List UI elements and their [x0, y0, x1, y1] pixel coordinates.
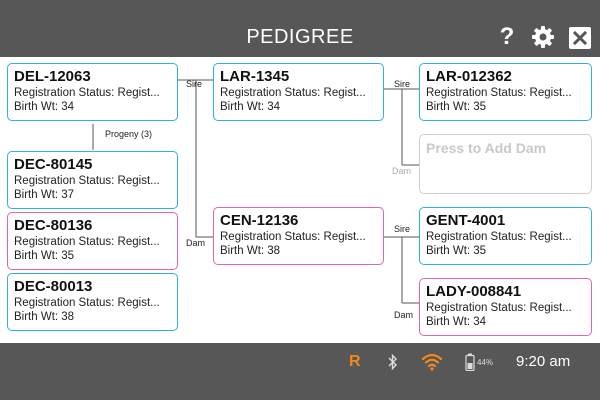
pedigree-connectors — [92, 79, 419, 304]
birth-weight: Birth Wt: 34 — [14, 101, 75, 113]
registration-status: Registration Status: Regist... — [426, 302, 572, 314]
animal-id: DEL-12063 — [14, 68, 91, 85]
r-status-indicator: R — [349, 353, 361, 370]
close-icon[interactable] — [569, 27, 591, 49]
sire-dam-label: Dam — [392, 166, 412, 176]
animal-id: CEN-12136 — [220, 212, 299, 229]
birth-weight: Birth Wt: 34 — [220, 101, 281, 113]
page-title: PEDIGREE — [246, 26, 354, 48]
progeny-label: Progeny (3) — [105, 129, 153, 139]
birth-weight: Birth Wt: 35 — [426, 101, 487, 113]
registration-status: Registration Status: Regist... — [14, 236, 160, 248]
sire-sire-card[interactable]: LAR-012362 Registration Status: Regist..… — [419, 63, 592, 121]
gear-icon[interactable] — [530, 24, 556, 50]
animal-id: DEC-80145 — [14, 156, 93, 173]
animal-id: DEC-80013 — [14, 278, 93, 295]
animal-id: LAR-012362 — [426, 68, 512, 85]
birth-weight: Birth Wt: 35 — [426, 245, 487, 257]
battery-percent: 44% — [477, 357, 494, 367]
birth-weight: Birth Wt: 37 — [14, 189, 75, 201]
animal-id: LADY-008841 — [426, 283, 522, 300]
registration-status: Registration Status: Regist... — [14, 87, 160, 99]
registration-status: Registration Status: Regist... — [426, 87, 572, 99]
animal-id: LAR-1345 — [220, 68, 290, 85]
pedigree-tree: Sire Dam Progeny (3) Sire Dam Sire Dam D… — [0, 57, 600, 343]
registration-status: Registration Status: Regist... — [14, 297, 160, 309]
add-dam-button[interactable]: Press to Add Dam — [419, 134, 592, 194]
dam-dam-card[interactable]: LADY-008841 Registration Status: Regist.… — [419, 278, 592, 336]
dam-sire-card[interactable]: GENT-4001 Registration Status: Regist...… — [419, 207, 592, 265]
registration-status: Registration Status: Regist... — [14, 175, 160, 187]
wifi-icon — [421, 352, 443, 372]
dam-dam-label: Dam — [394, 310, 414, 320]
progeny-card-1[interactable]: DEC-80145 Registration Status: Regist...… — [7, 151, 178, 209]
birth-weight: Birth Wt: 35 — [14, 250, 75, 262]
registration-status: Registration Status: Regist... — [220, 231, 366, 243]
sire-card[interactable]: LAR-1345 Registration Status: Regist... … — [213, 63, 384, 121]
clock: 9:20 am — [516, 353, 571, 370]
animal-id: GENT-4001 — [426, 212, 506, 229]
help-icon[interactable]: ? — [499, 23, 515, 50]
birth-weight: Birth Wt: 38 — [14, 311, 75, 323]
subject-animal-card[interactable]: DEL-12063 Registration Status: Regist...… — [7, 63, 178, 121]
registration-status: Registration Status: Regist... — [426, 231, 572, 243]
add-dam-placeholder: Press to Add Dam — [426, 140, 547, 156]
sire-label: Sire — [186, 79, 203, 89]
battery-icon: 44% — [465, 352, 493, 372]
bluetooth-icon — [387, 352, 399, 372]
dam-card[interactable]: CEN-12136 Registration Status: Regist...… — [213, 207, 384, 265]
registration-status: Registration Status: Regist... — [220, 87, 366, 99]
status-bar: R 44% 9:20 am — [0, 343, 600, 400]
app-header: PEDIGREE ? — [0, 0, 600, 57]
progeny-card-2[interactable]: DEC-80136 Registration Status: Regist...… — [7, 212, 178, 270]
animal-id: DEC-80136 — [14, 217, 93, 234]
dam-sire-label: Sire — [394, 224, 411, 234]
dam-label: Dam — [186, 238, 206, 248]
birth-weight: Birth Wt: 34 — [426, 316, 487, 328]
progeny-card-3[interactable]: DEC-80013 Registration Status: Regist...… — [7, 273, 178, 331]
birth-weight: Birth Wt: 38 — [220, 245, 281, 257]
sire-sire-label: Sire — [394, 79, 411, 89]
